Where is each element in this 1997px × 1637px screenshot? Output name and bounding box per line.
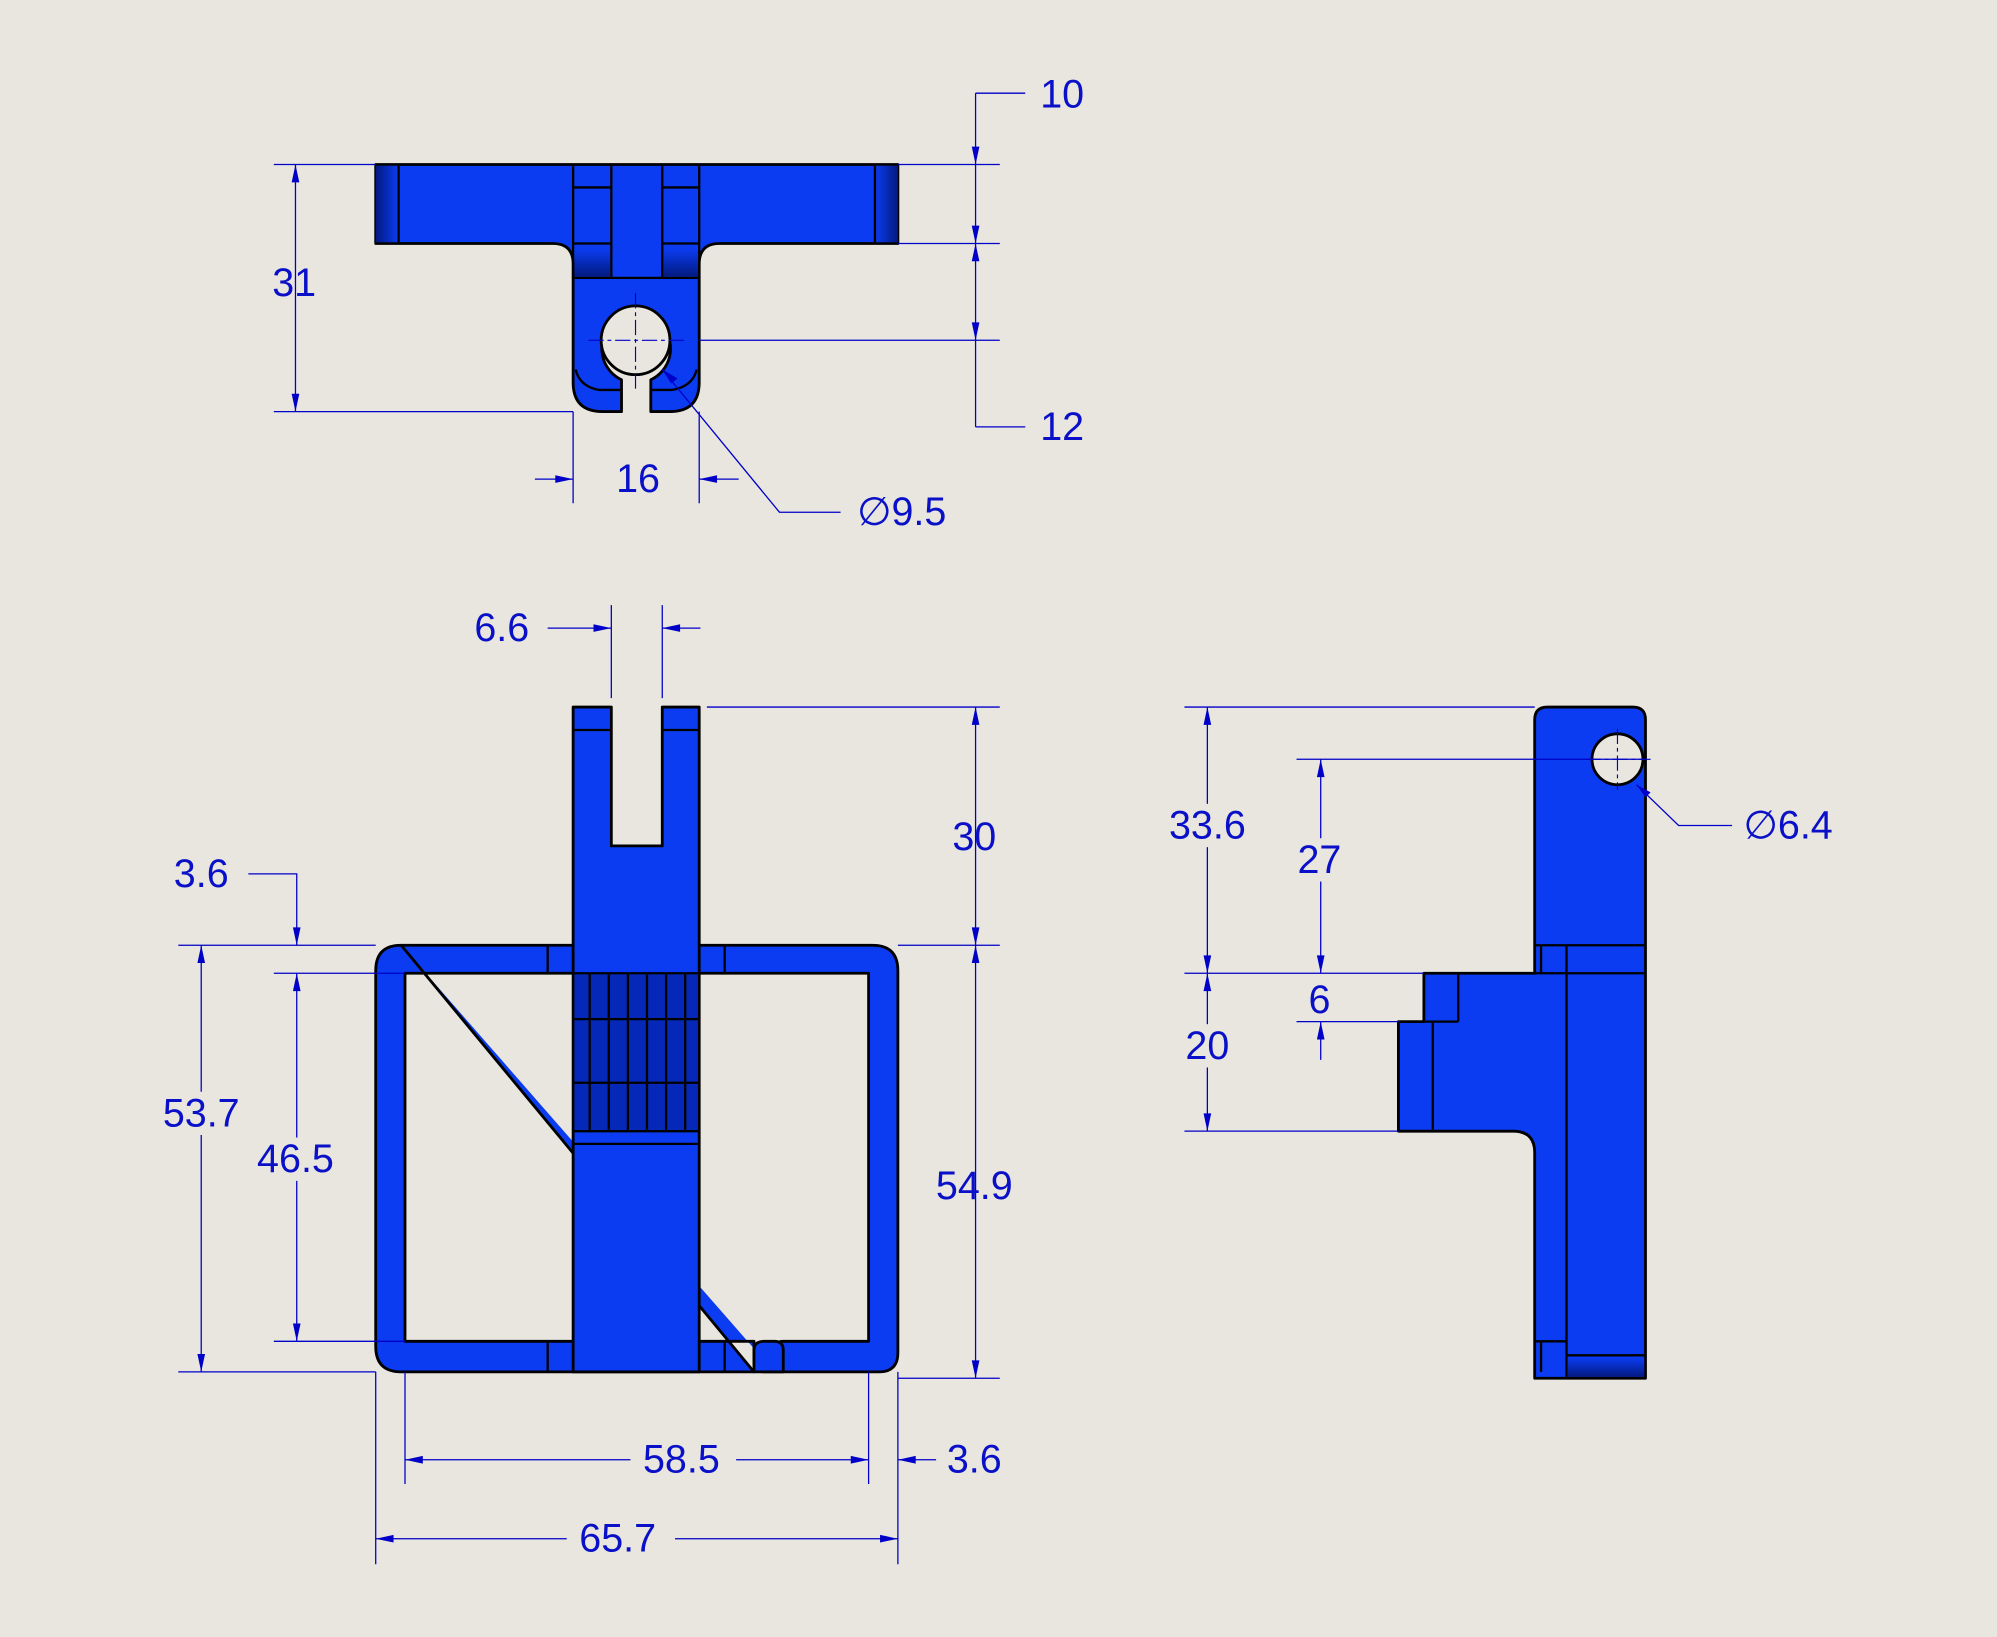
dim-front-30: 30	[952, 815, 996, 859]
dim-side-33-6: 33.6	[1169, 804, 1246, 848]
dim-front-3-6-top: 3.6	[174, 852, 229, 896]
top-view: 31 10 12 16 ∅9.5	[272, 72, 1084, 534]
side-body	[1397, 705, 1647, 1380]
top-right-edge	[874, 165, 898, 243]
dim-side-6: 6	[1308, 978, 1330, 1022]
dim-front-65-7: 65.7	[579, 1517, 656, 1561]
front-notch	[752, 1339, 785, 1374]
dim-front-53-7: 53.7	[163, 1091, 240, 1135]
front-view: 6.6 30 54.9 3.6 46.5 53.7 58.5 3.6 65.7	[155, 605, 1013, 1565]
side-view: 33.6 27 6 20 ∅6.4	[1161, 705, 1833, 1380]
dim-side-20: 20	[1185, 1024, 1229, 1068]
dim-top-12: 12	[1040, 405, 1084, 449]
dim-front-58-5: 58.5	[643, 1438, 720, 1482]
dim-front-46-5: 46.5	[257, 1137, 334, 1181]
dim-top-10: 10	[1040, 72, 1084, 116]
dim-top-31: 31	[272, 261, 316, 305]
dim-side-27: 27	[1297, 838, 1341, 882]
dim-front-3-6-side: 3.6	[947, 1438, 1002, 1482]
dim-top-hole-diameter: ∅9.5	[857, 490, 946, 534]
dim-top-16: 16	[616, 457, 660, 501]
dim-side-hole-diameter: ∅6.4	[1744, 804, 1833, 848]
front-ribs	[574, 974, 698, 1130]
top-left-edge	[375, 165, 399, 243]
dim-front-6-6: 6.6	[474, 606, 529, 650]
dim-front-54-9: 54.9	[936, 1164, 1013, 1208]
